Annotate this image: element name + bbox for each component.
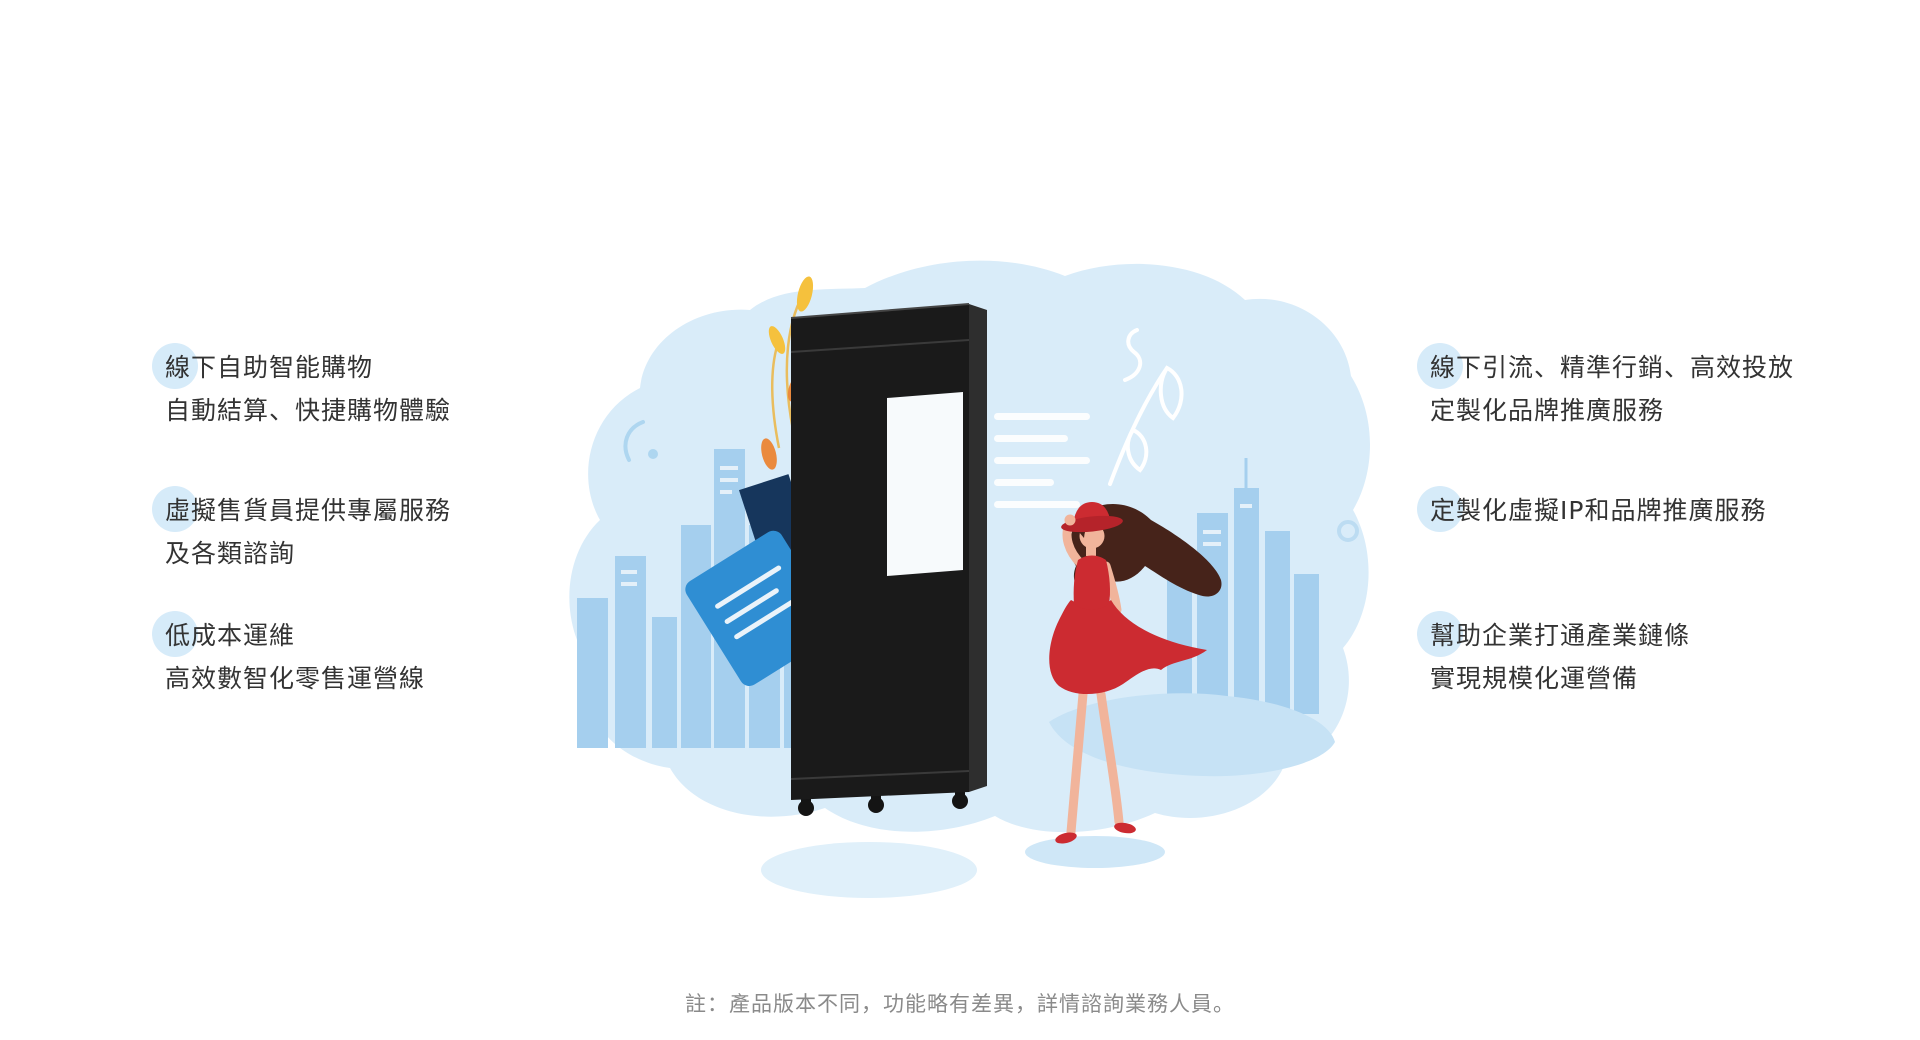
vending-machine [790, 303, 987, 816]
feature-item-right-1: 線下引流、精準行銷、高效投放 定製化品牌推廣服務 [1417, 343, 1795, 432]
feature-text-line: 線下引流、精準行銷、高效投放 [1430, 353, 1795, 382]
feature-text-line: 線下自助智能購物 [165, 353, 374, 382]
highlight-circle [152, 611, 198, 657]
city-skyline-right [1167, 458, 1319, 714]
machine-shadow [761, 842, 977, 898]
feature-text-line: 高效數智化零售運營線 [165, 664, 426, 693]
machine-wheels [798, 788, 968, 816]
machine-side [969, 304, 987, 792]
woman-neck [1086, 544, 1096, 556]
feature-text-line: 定製化品牌推廣服務 [1430, 396, 1665, 425]
decor-ring [1337, 520, 1359, 542]
illustration-svg [569, 260, 1370, 898]
woman-leg-left [1066, 689, 1088, 837]
woman-leg-right [1096, 689, 1124, 827]
feature-text-line: 定製化虛擬IP和品牌推廣服務 [1430, 496, 1767, 525]
feature-text-line: 自動結算、快捷購物體驗 [165, 396, 452, 425]
list-lines [994, 413, 1090, 508]
feature-text-line: 實現規模化運營備 [1430, 664, 1639, 693]
highlight-circle [1417, 611, 1463, 657]
feature-item-left-2: 虛擬售貨員提供專屬服務 及各類諮詢 [152, 486, 452, 575]
machine-screen [887, 392, 963, 576]
feature-text-line: 虛擬售貨員提供專屬服務 [165, 496, 452, 525]
feature-text-line: 低成本運維 [165, 621, 296, 650]
woman-hand [1064, 514, 1076, 526]
woman-skirt [1049, 600, 1207, 695]
woman-shoe-left [1055, 832, 1077, 844]
feature-item-left-3: 低成本運維 高效數智化零售運營線 [152, 611, 426, 700]
illustration [565, 248, 1375, 918]
woman-shoe-right [1114, 822, 1136, 834]
feature-item-right-3: 幫助企業打通產業鏈條 實現規模化運營備 [1417, 611, 1691, 700]
highlight-circle [152, 343, 198, 389]
ground-shape [1049, 693, 1335, 777]
feature-item-right-2: 定製化虛擬IP和品牌推廣服務 [1417, 486, 1767, 532]
feature-item-left-1: 線下自助智能購物 自動結算、快捷購物體驗 [152, 343, 452, 432]
footnote: 註：產品版本不同，功能略有差異，詳情諮詢業務人員。 [685, 992, 1235, 1016]
woman-shadow [1025, 836, 1165, 868]
highlight-circle [1417, 486, 1463, 532]
woman-hat-brim [1061, 515, 1123, 533]
leaf-outline [1108, 365, 1184, 486]
smoke-swirl [1123, 328, 1143, 382]
woman-bodice [1073, 555, 1110, 610]
decor-dot [648, 449, 658, 459]
feature-text-line: 及各類諮詢 [165, 539, 296, 568]
woman-illustration [1049, 502, 1222, 844]
decor-strokes [623, 328, 1359, 542]
highlight-circle [152, 486, 198, 532]
feature-text-line: 幫助企業打通產業鏈條 [1430, 621, 1691, 650]
highlight-circle [1417, 343, 1463, 389]
